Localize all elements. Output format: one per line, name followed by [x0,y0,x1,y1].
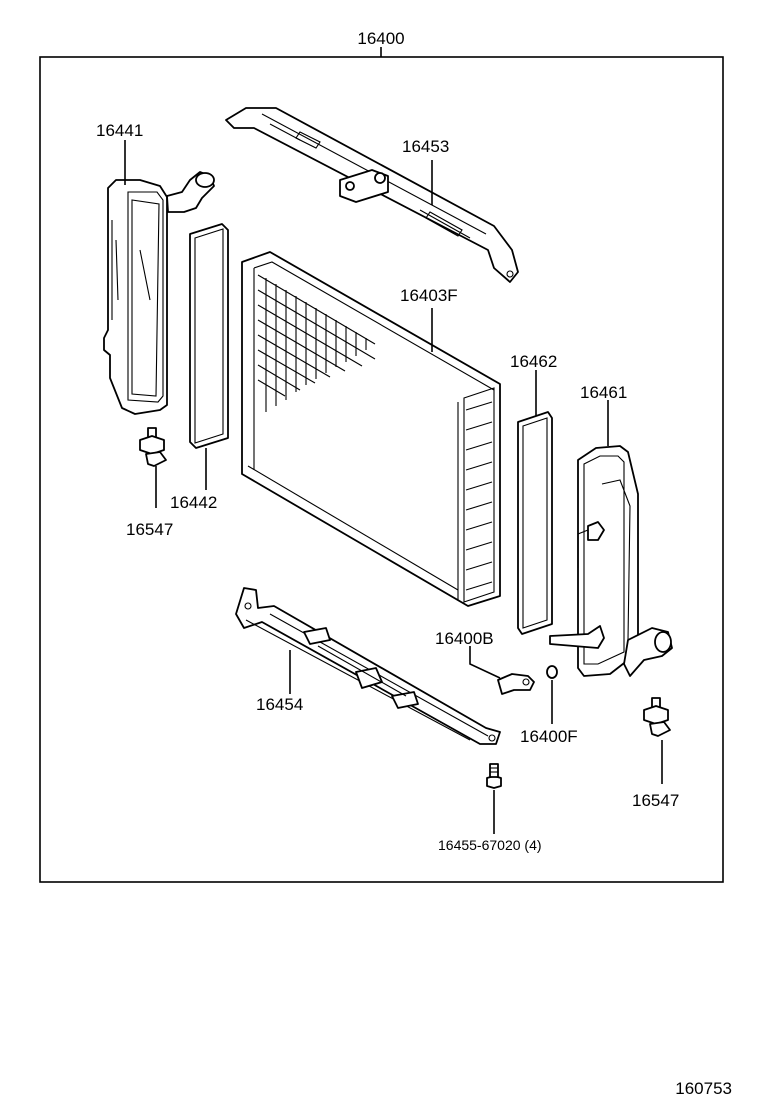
label-upper-support: 16453 [402,137,449,156]
label-lower-tank: 16461 [580,383,627,402]
label-upper-gasket: 16442 [170,493,217,512]
cushion-left[interactable] [139,427,167,508]
upper-gasket[interactable] [189,223,229,490]
lower-gasket[interactable] [517,370,553,635]
label-lower-gasket: 16462 [510,352,557,371]
upper-support[interactable] [225,107,519,283]
lower-tank[interactable] [549,400,673,677]
label-radiator-core: 16403F [400,286,458,305]
drain-plug-oring[interactable] [546,665,558,724]
mounting-bolt[interactable] [486,763,502,834]
label-drain-plug-oring: 16400F [520,727,578,746]
label-upper-tank: 16441 [96,121,143,140]
assembly-label: 16400 [357,29,404,48]
label-cushion-left: 16547 [126,520,173,539]
drain-cock[interactable] [469,646,535,695]
label-cushion-right: 16547 [632,791,679,810]
radiator-core[interactable] [241,251,501,607]
upper-tank[interactable] [103,140,215,415]
diagram-id: 160753 [675,1079,732,1098]
cushion-right[interactable] [643,697,671,784]
label-mounting-bolt: 16455-67020 (4) [438,837,542,853]
lower-support[interactable] [235,587,501,745]
label-drain-cock: 16400B [435,629,494,648]
label-lower-support: 16454 [256,695,303,714]
